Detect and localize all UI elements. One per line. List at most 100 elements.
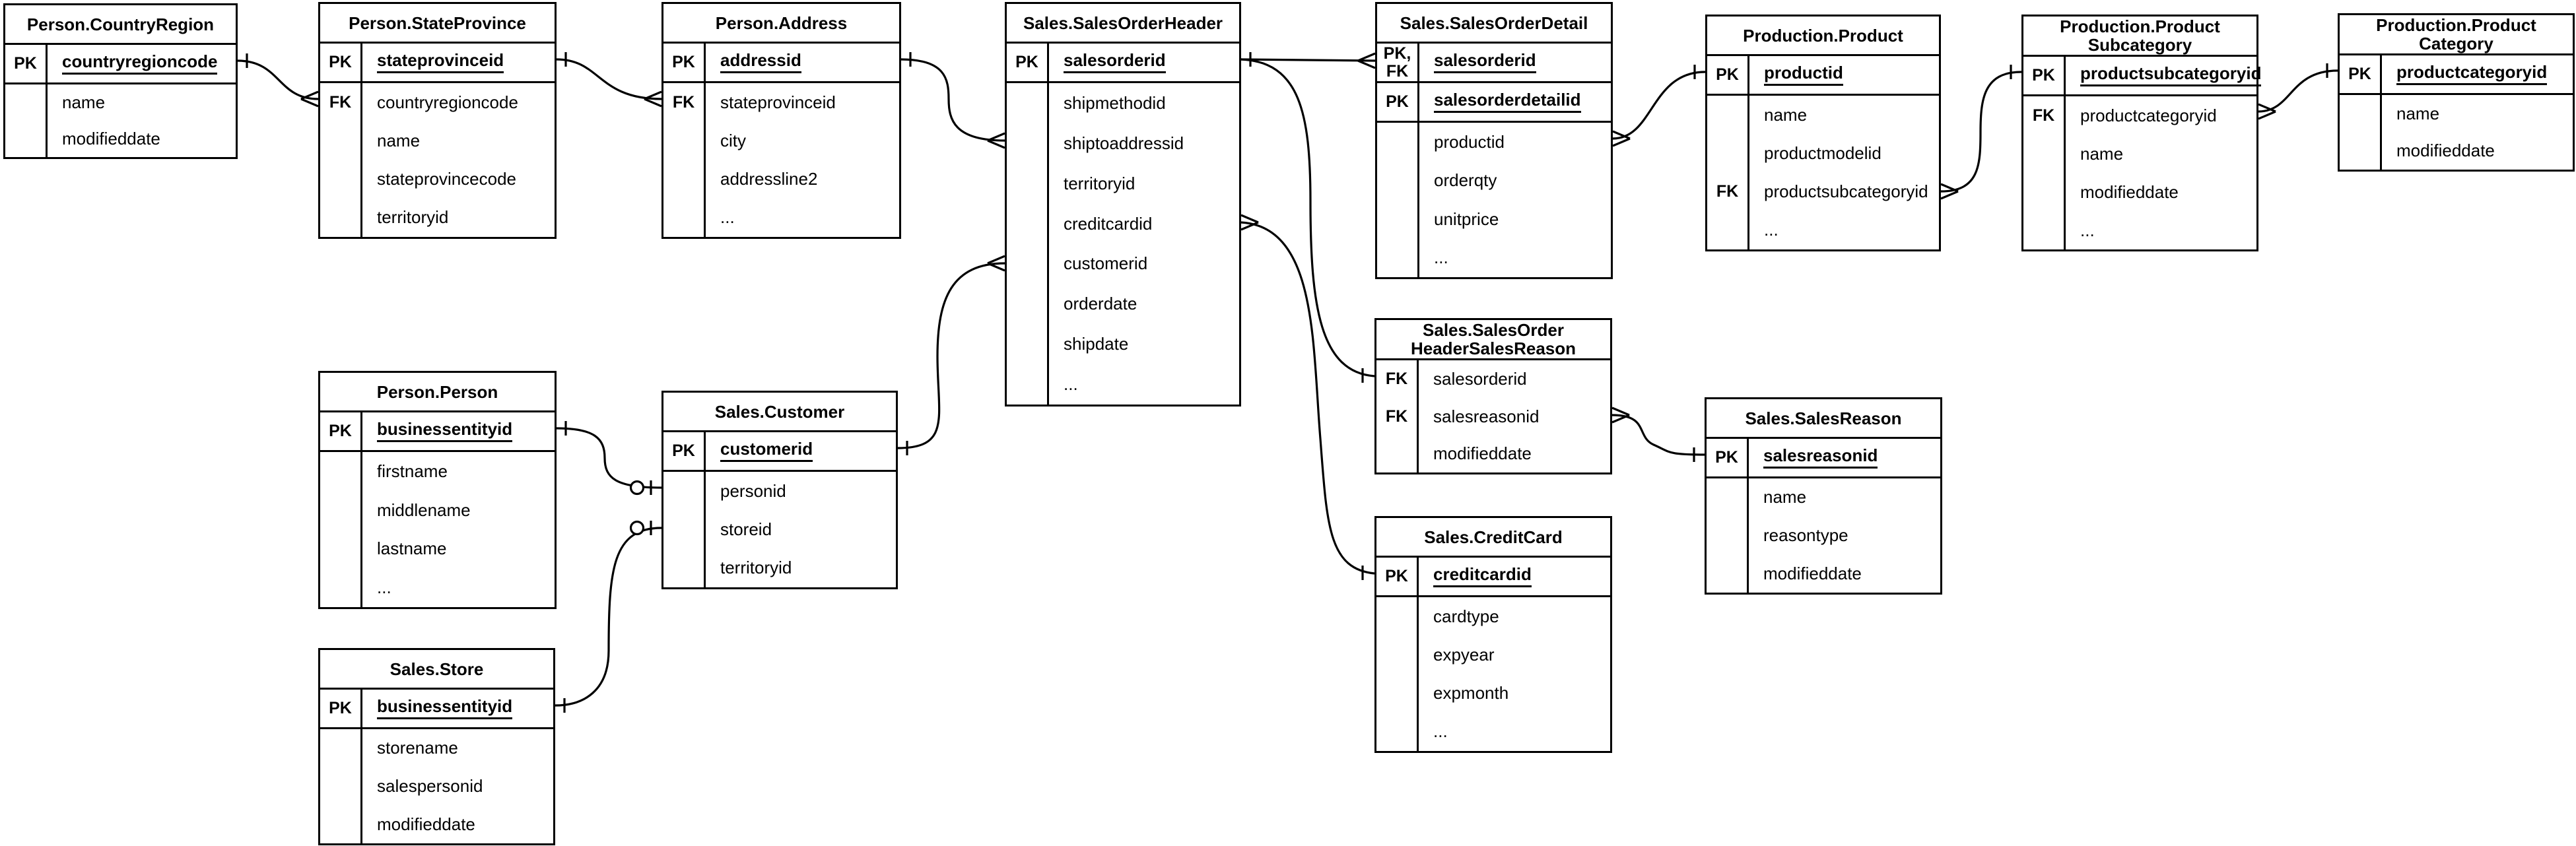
relationship-connector[interactable] (1940, 65, 2022, 200)
column-name: creditcardid (1064, 213, 1153, 234)
key-flag (1007, 364, 1047, 405)
key-flag (1376, 435, 1417, 472)
key-flag (663, 472, 704, 510)
relationship-line (897, 262, 1005, 449)
column-name: expmonth (1433, 683, 1509, 703)
key-flag (320, 199, 360, 237)
entity-title-line: Subcategory (2087, 35, 2192, 55)
key-flag-column (320, 452, 362, 607)
primary-key-column-name: addressid (720, 51, 801, 74)
relationship-connector[interactable] (1240, 52, 1376, 69)
relationship-connector[interactable] (2258, 63, 2338, 120)
column-name: modifieddate (377, 814, 475, 834)
relationship-connector[interactable] (556, 421, 662, 496)
relationship-connector[interactable] (1240, 58, 1375, 383)
relationship-line (1940, 71, 2022, 193)
key-flag (2023, 173, 2064, 211)
relationship-line (556, 58, 662, 100)
column-name: customerid (1064, 253, 1148, 274)
relationship-connector[interactable] (1611, 407, 1705, 462)
key-flag: PK (663, 44, 706, 81)
relationship-connector[interactable] (237, 53, 319, 108)
entity-title-line: Sales.CreditCard (1424, 527, 1563, 547)
primary-key-column-name: productid (1764, 63, 1843, 86)
entity-title-line: Sales.SalesOrderDetail (1400, 13, 1588, 33)
key-flag (1377, 200, 1417, 239)
column-name: middlename (377, 500, 471, 520)
key-flag (320, 568, 360, 607)
column-name: ... (1064, 374, 1078, 395)
key-flag (663, 121, 704, 160)
column-name: reasontype (1763, 525, 1848, 545)
key-flag-column: FK (1707, 96, 1749, 249)
zero-cardinality-circle (629, 520, 645, 536)
key-flag (320, 805, 360, 843)
cardinality-marker (1612, 130, 1631, 140)
entity-title-line: HeaderSalesReason (1410, 339, 1576, 358)
column-name: modifieddate (1763, 563, 1862, 583)
column-name: ... (1433, 721, 1448, 742)
key-flag (1007, 123, 1047, 164)
key-flag (5, 121, 46, 157)
relationship-connector[interactable] (555, 520, 662, 713)
cardinality-marker (2258, 110, 2276, 120)
column-name: personid (720, 480, 786, 501)
relationship-connector[interactable] (556, 52, 662, 108)
relationship-line (555, 527, 662, 707)
key-flag: PK (1376, 558, 1419, 595)
relationship-line (2258, 69, 2338, 113)
relationship-connector[interactable] (897, 255, 1005, 455)
relationship-connector[interactable] (1240, 214, 1375, 580)
column-name: productmodelid (1764, 143, 1881, 163)
entity-title: Sales.SalesOrderDetail (1377, 4, 1611, 44)
cardinality-marker (987, 132, 1005, 142)
relationship-connector[interactable] (900, 52, 1005, 149)
column-name: territoryid (720, 558, 792, 578)
relationship-connector[interactable] (1612, 65, 1706, 147)
cardinality-marker (644, 98, 662, 108)
column-name: cardtype (1433, 606, 1499, 626)
key-flag: FK (329, 92, 352, 112)
cardinality-marker (300, 98, 319, 108)
column-name: name (2080, 143, 2124, 164)
primary-key-column-name: stateprovinceid (377, 51, 504, 74)
key-flag: PK (2340, 55, 2382, 93)
column-name: storeid (720, 519, 772, 539)
key-flag: PK (1377, 83, 1419, 121)
key-flag (320, 160, 360, 199)
cardinality-marker (300, 90, 319, 100)
cardinality-marker (644, 90, 662, 100)
key-flag (1376, 597, 1417, 635)
column-name: lastname (377, 538, 447, 559)
key-flag-column (2340, 95, 2382, 170)
column-name: territoryid (377, 207, 449, 228)
entity-title-line: Sales.SalesOrder (1423, 320, 1564, 340)
entity-title: Person.Person (320, 373, 555, 412)
key-flag (1007, 83, 1047, 123)
